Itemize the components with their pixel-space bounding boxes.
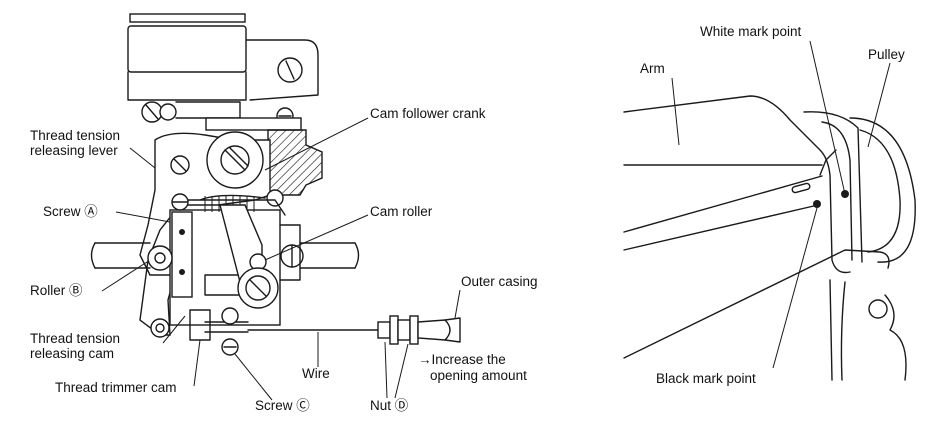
thread-tension-releasing-cam-label-line1: Thread tension — [30, 331, 121, 346]
screw-a-label: Screw Ⓐ — [43, 204, 98, 219]
thread-tension-releasing-lever-label-line1: Thread tension — [30, 128, 121, 143]
arm-label: Arm — [640, 61, 665, 76]
hatched-crank — [267, 129, 323, 196]
thread-trimmer-cam-label: Thread trimmer cam — [55, 380, 177, 395]
leader-lines-left — [101, 117, 461, 401]
nut-d-label: Nut Ⓓ — [370, 398, 409, 413]
white-mark-point-label: White mark point — [700, 24, 802, 39]
cam-body — [147, 193, 304, 356]
wire-label: Wire — [302, 366, 330, 381]
top-block — [127, 13, 319, 131]
cam-follower-crank-label: Cam follower crank — [370, 106, 486, 121]
thread-tension-releasing-lever-label-line2: releasing lever — [30, 143, 118, 158]
arm-and-pulley-drawing — [623, 40, 916, 381]
cam-roller-label: Cam roller — [370, 204, 433, 219]
roller-b-label: Roller Ⓑ — [30, 283, 83, 298]
shaft — [90, 242, 360, 269]
increase-opening-label-line1: →Increase the — [418, 352, 506, 367]
outer-casing-label: Outer casing — [461, 274, 538, 289]
black-mark-point-label: Black mark point — [656, 371, 756, 386]
wire-and-nut — [247, 315, 461, 345]
thread-tension-releasing-cam-label-line2: releasing cam — [30, 346, 115, 361]
increase-opening-label-line2: opening amount — [430, 368, 527, 383]
screw-c-label: Screw Ⓒ — [255, 398, 310, 413]
pulley-label: Pulley — [868, 47, 905, 62]
